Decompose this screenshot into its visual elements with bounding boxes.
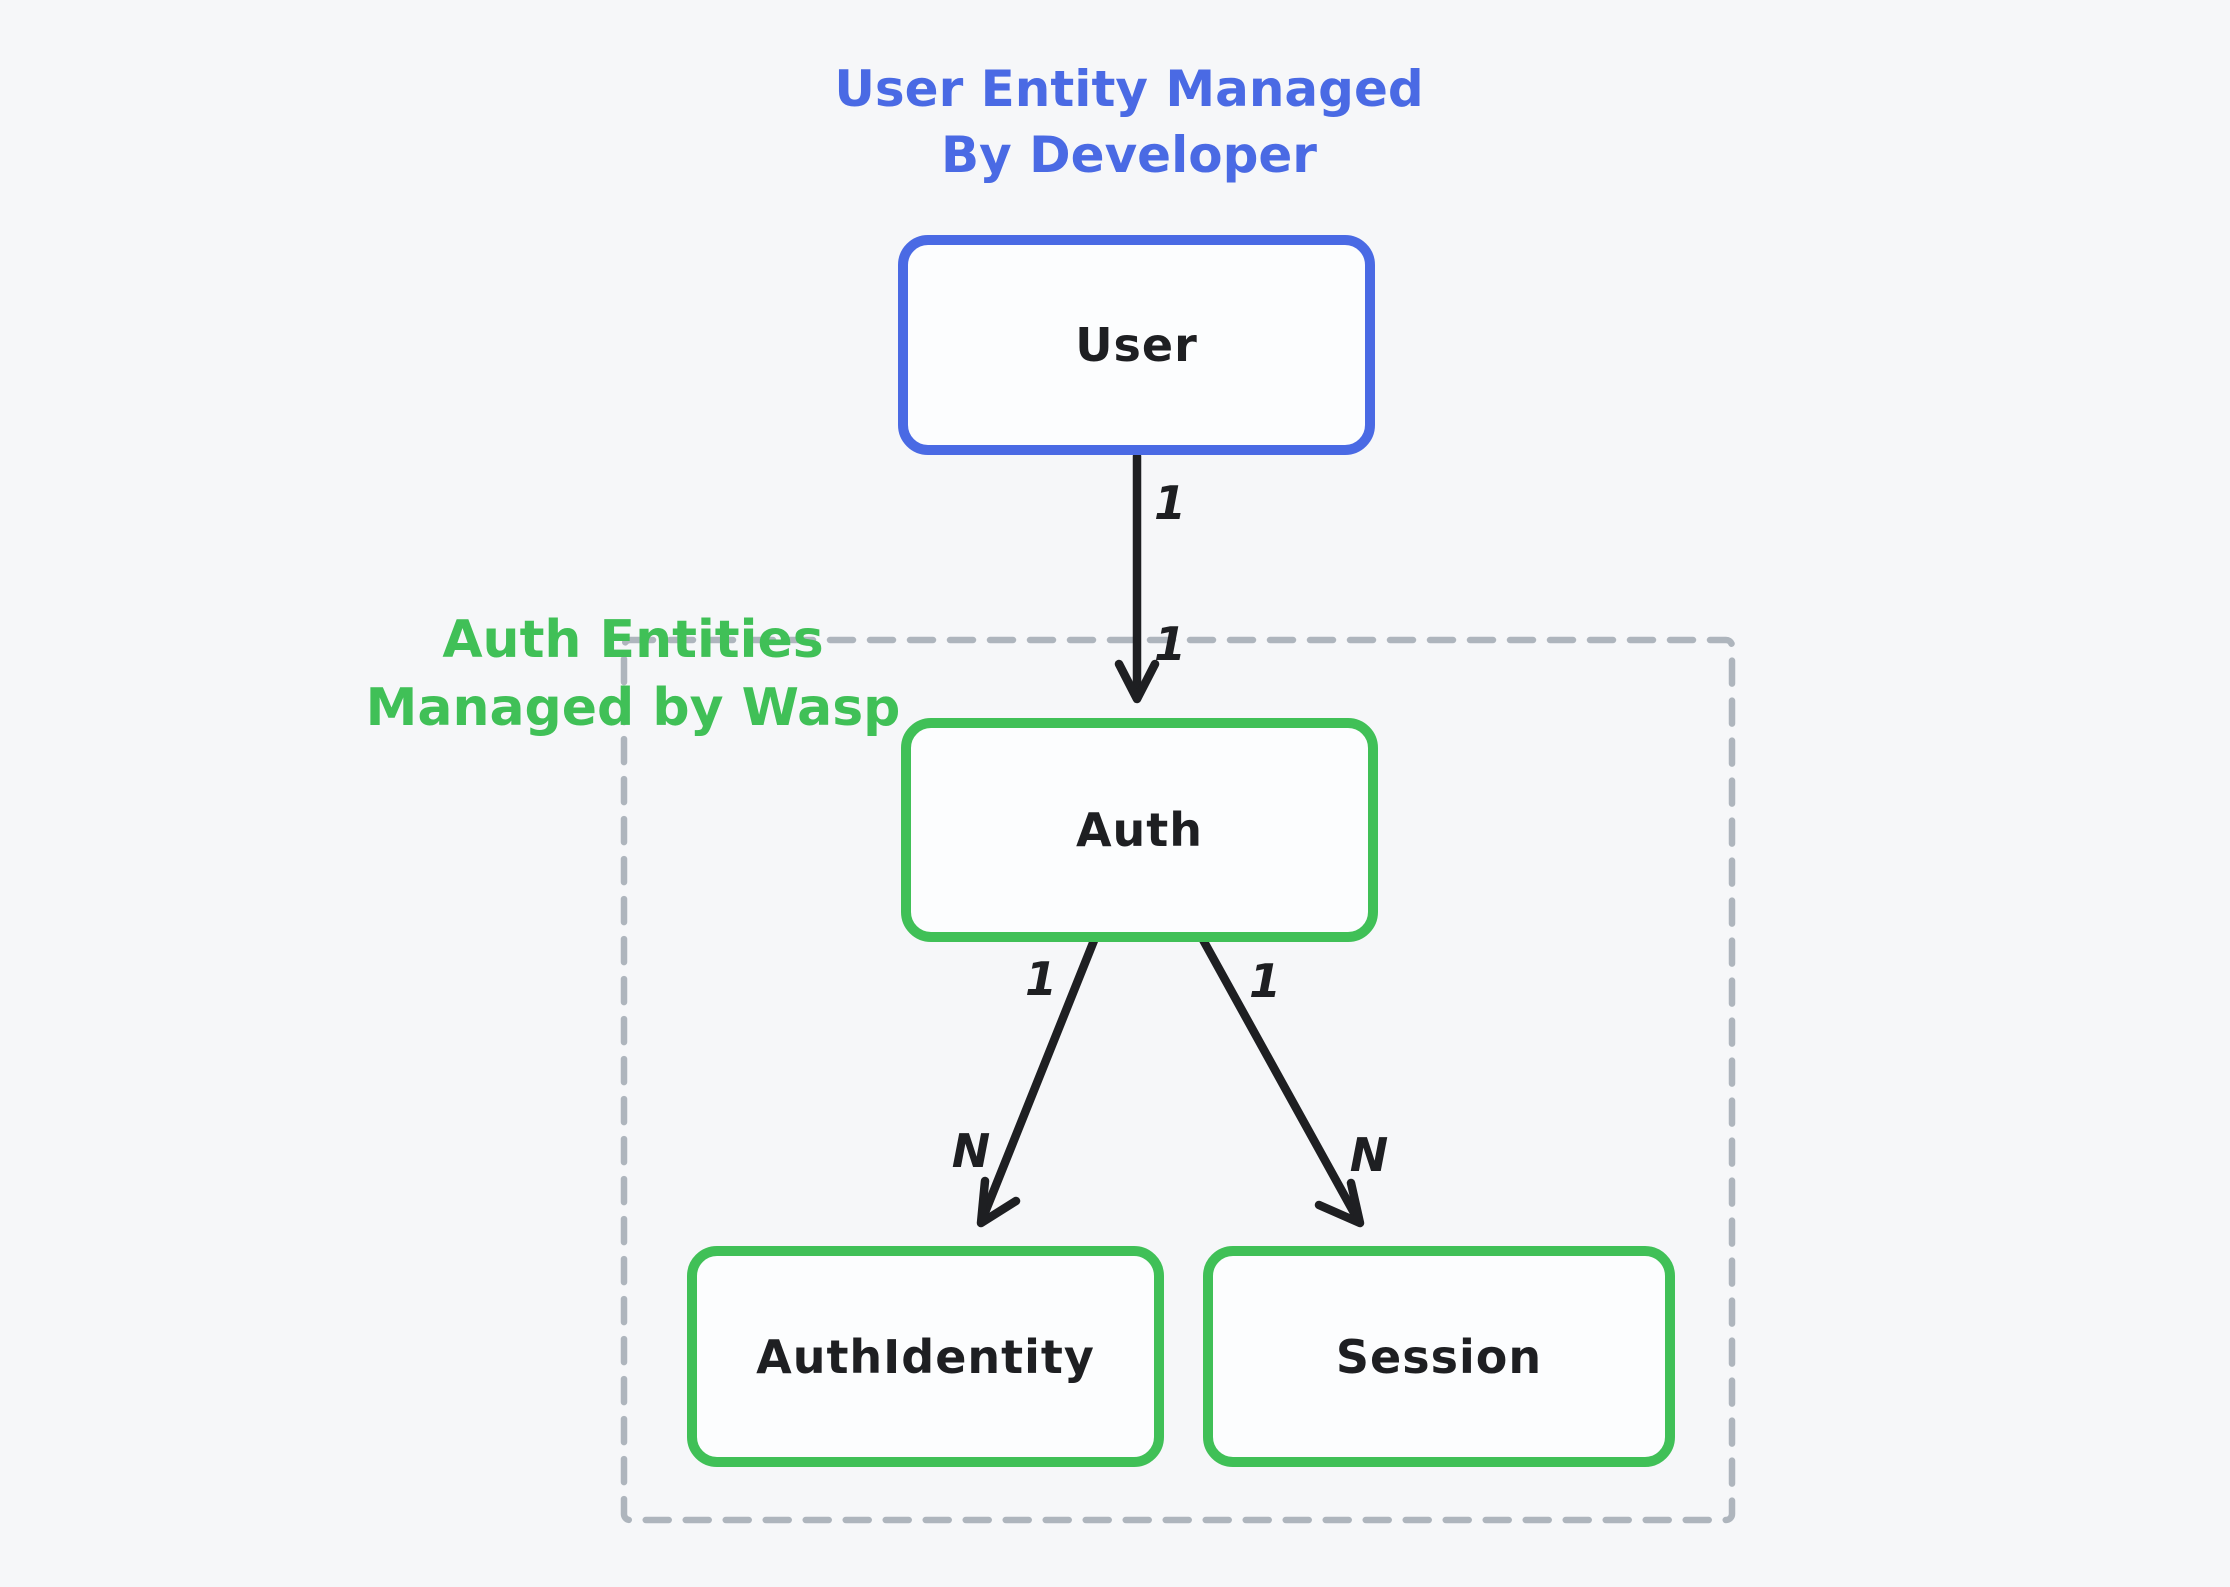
edge-auth-to-auth-identity [977,933,1100,1225]
auth-group-dashed-border [620,636,1736,1524]
edge-auth-to-session-source-cardinality: 1 [1248,954,1282,1008]
node-auth-identity: AuthIdentity [687,1246,1164,1467]
auth-group-label: Auth Entities Managed by Wasp [233,606,1033,742]
edge-auth-to-auth-identity-target-cardinality: N [951,1124,991,1178]
edge-auth-to-session [1197,933,1363,1225]
auth-group-label-line-2: Managed by Wasp [365,678,901,738]
user-entity-title-line-1: User Entity Managed [834,60,1424,118]
edge-auth-to-auth-identity-arrowhead [976,1176,1021,1228]
edge-auth-to-session-arrowhead [1314,1178,1365,1228]
edge-auth-to-auth-identity-source-cardinality: 1 [1024,952,1058,1006]
node-session-label: Session [1335,1329,1543,1384]
node-auth-identity-label: AuthIdentity [756,1329,1095,1384]
edge-auth-to-session-target-cardinality: N [1349,1128,1389,1182]
node-auth: Auth [901,718,1378,942]
node-session: Session [1203,1246,1675,1467]
user-entity-title-line-2: By Developer [941,126,1317,184]
node-user-label: User [1075,318,1198,372]
edge-user-to-auth-arrowhead [1114,659,1160,704]
node-auth-label: Auth [1075,803,1204,857]
edge-user-to-auth-target-cardinality: 1 [1153,617,1187,671]
user-entity-title: User Entity Managed By Developer [679,56,1579,188]
edge-user-to-auth-source-cardinality: 1 [1153,476,1187,530]
auth-group-label-line-1: Auth Entities [442,610,824,670]
node-user: User [898,235,1375,455]
